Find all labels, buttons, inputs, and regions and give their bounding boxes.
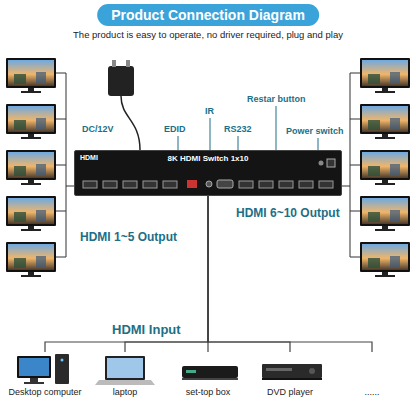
leader-line	[318, 138, 319, 150]
source-icon	[256, 352, 324, 386]
leader-line	[238, 136, 239, 150]
switch-device: HDMI 8K HDMI Switch 1x10	[74, 150, 342, 196]
device-name: 8K HDMI Switch 1x10	[168, 154, 249, 163]
port-label: DC/12V	[82, 124, 114, 134]
output-wire	[342, 73, 360, 257]
monitor-icon	[6, 150, 56, 185]
rs232-port	[217, 180, 233, 188]
device-caption: set-top box	[186, 387, 231, 397]
adapter-pin	[126, 60, 130, 67]
port-label: IR	[205, 106, 214, 116]
hdmi-port	[239, 181, 253, 188]
source-icon	[11, 352, 79, 386]
monitor-icon	[360, 242, 410, 277]
device-caption: laptop	[113, 387, 138, 397]
output-wire	[56, 73, 74, 257]
title-banner: Product Connection Diagram	[97, 4, 319, 26]
power-adapter	[108, 60, 140, 150]
monitor-icon	[6, 196, 56, 231]
adapter-cable	[121, 96, 140, 150]
hdmi-port	[123, 181, 137, 188]
hdmi-port	[143, 181, 157, 188]
port-label: RS232	[224, 124, 252, 134]
restart-button	[319, 161, 324, 166]
port-label: HDMI 6~10 Output	[236, 206, 340, 220]
subtitle: The product is easy to operate, no drive…	[73, 29, 343, 40]
port-label: HDMI Input	[112, 322, 181, 337]
monitor-icon	[6, 104, 56, 139]
monitor-icon	[6, 242, 56, 277]
source-icon	[338, 352, 406, 386]
ir-port	[206, 181, 212, 187]
hdmi-port	[163, 181, 177, 188]
port-label: Power switch	[286, 126, 344, 136]
port-label: EDID	[164, 124, 186, 134]
source-device: set-top box	[170, 352, 246, 397]
hdmi-port	[319, 181, 333, 188]
hdmi-port	[279, 181, 293, 188]
hdmi-input-cable	[45, 196, 208, 352]
source-icon	[174, 352, 242, 386]
port-label: HDMI 1~5 Output	[80, 230, 177, 244]
power-switch	[327, 159, 335, 167]
source-device: laptop	[88, 352, 162, 397]
adapter-pin	[112, 60, 116, 67]
adapter-body	[108, 66, 134, 96]
monitor-icon	[360, 196, 410, 231]
leader-line	[210, 118, 211, 150]
hdmi-input-cable	[208, 196, 372, 352]
port-label: Restar button	[247, 94, 306, 104]
monitor-icon	[360, 104, 410, 139]
source-device: DVD player	[252, 352, 328, 397]
monitor-icon	[6, 58, 56, 93]
source-device: ......	[336, 352, 408, 397]
edid-switch	[187, 180, 197, 188]
monitor-icon	[360, 58, 410, 93]
hdmi-port	[299, 181, 313, 188]
source-device: Desktop computer	[6, 352, 84, 397]
leader-line	[276, 106, 277, 150]
device-caption: DVD player	[267, 387, 313, 397]
hdmi-port	[259, 181, 273, 188]
device-caption: Desktop computer	[8, 387, 81, 397]
monitor-icon	[360, 150, 410, 185]
logo-text: HDMI	[80, 154, 98, 161]
source-icon	[91, 352, 159, 386]
device-caption: ......	[364, 387, 379, 397]
leader-line	[178, 136, 179, 150]
hdmi-port	[83, 181, 97, 188]
hdmi-port	[103, 181, 117, 188]
